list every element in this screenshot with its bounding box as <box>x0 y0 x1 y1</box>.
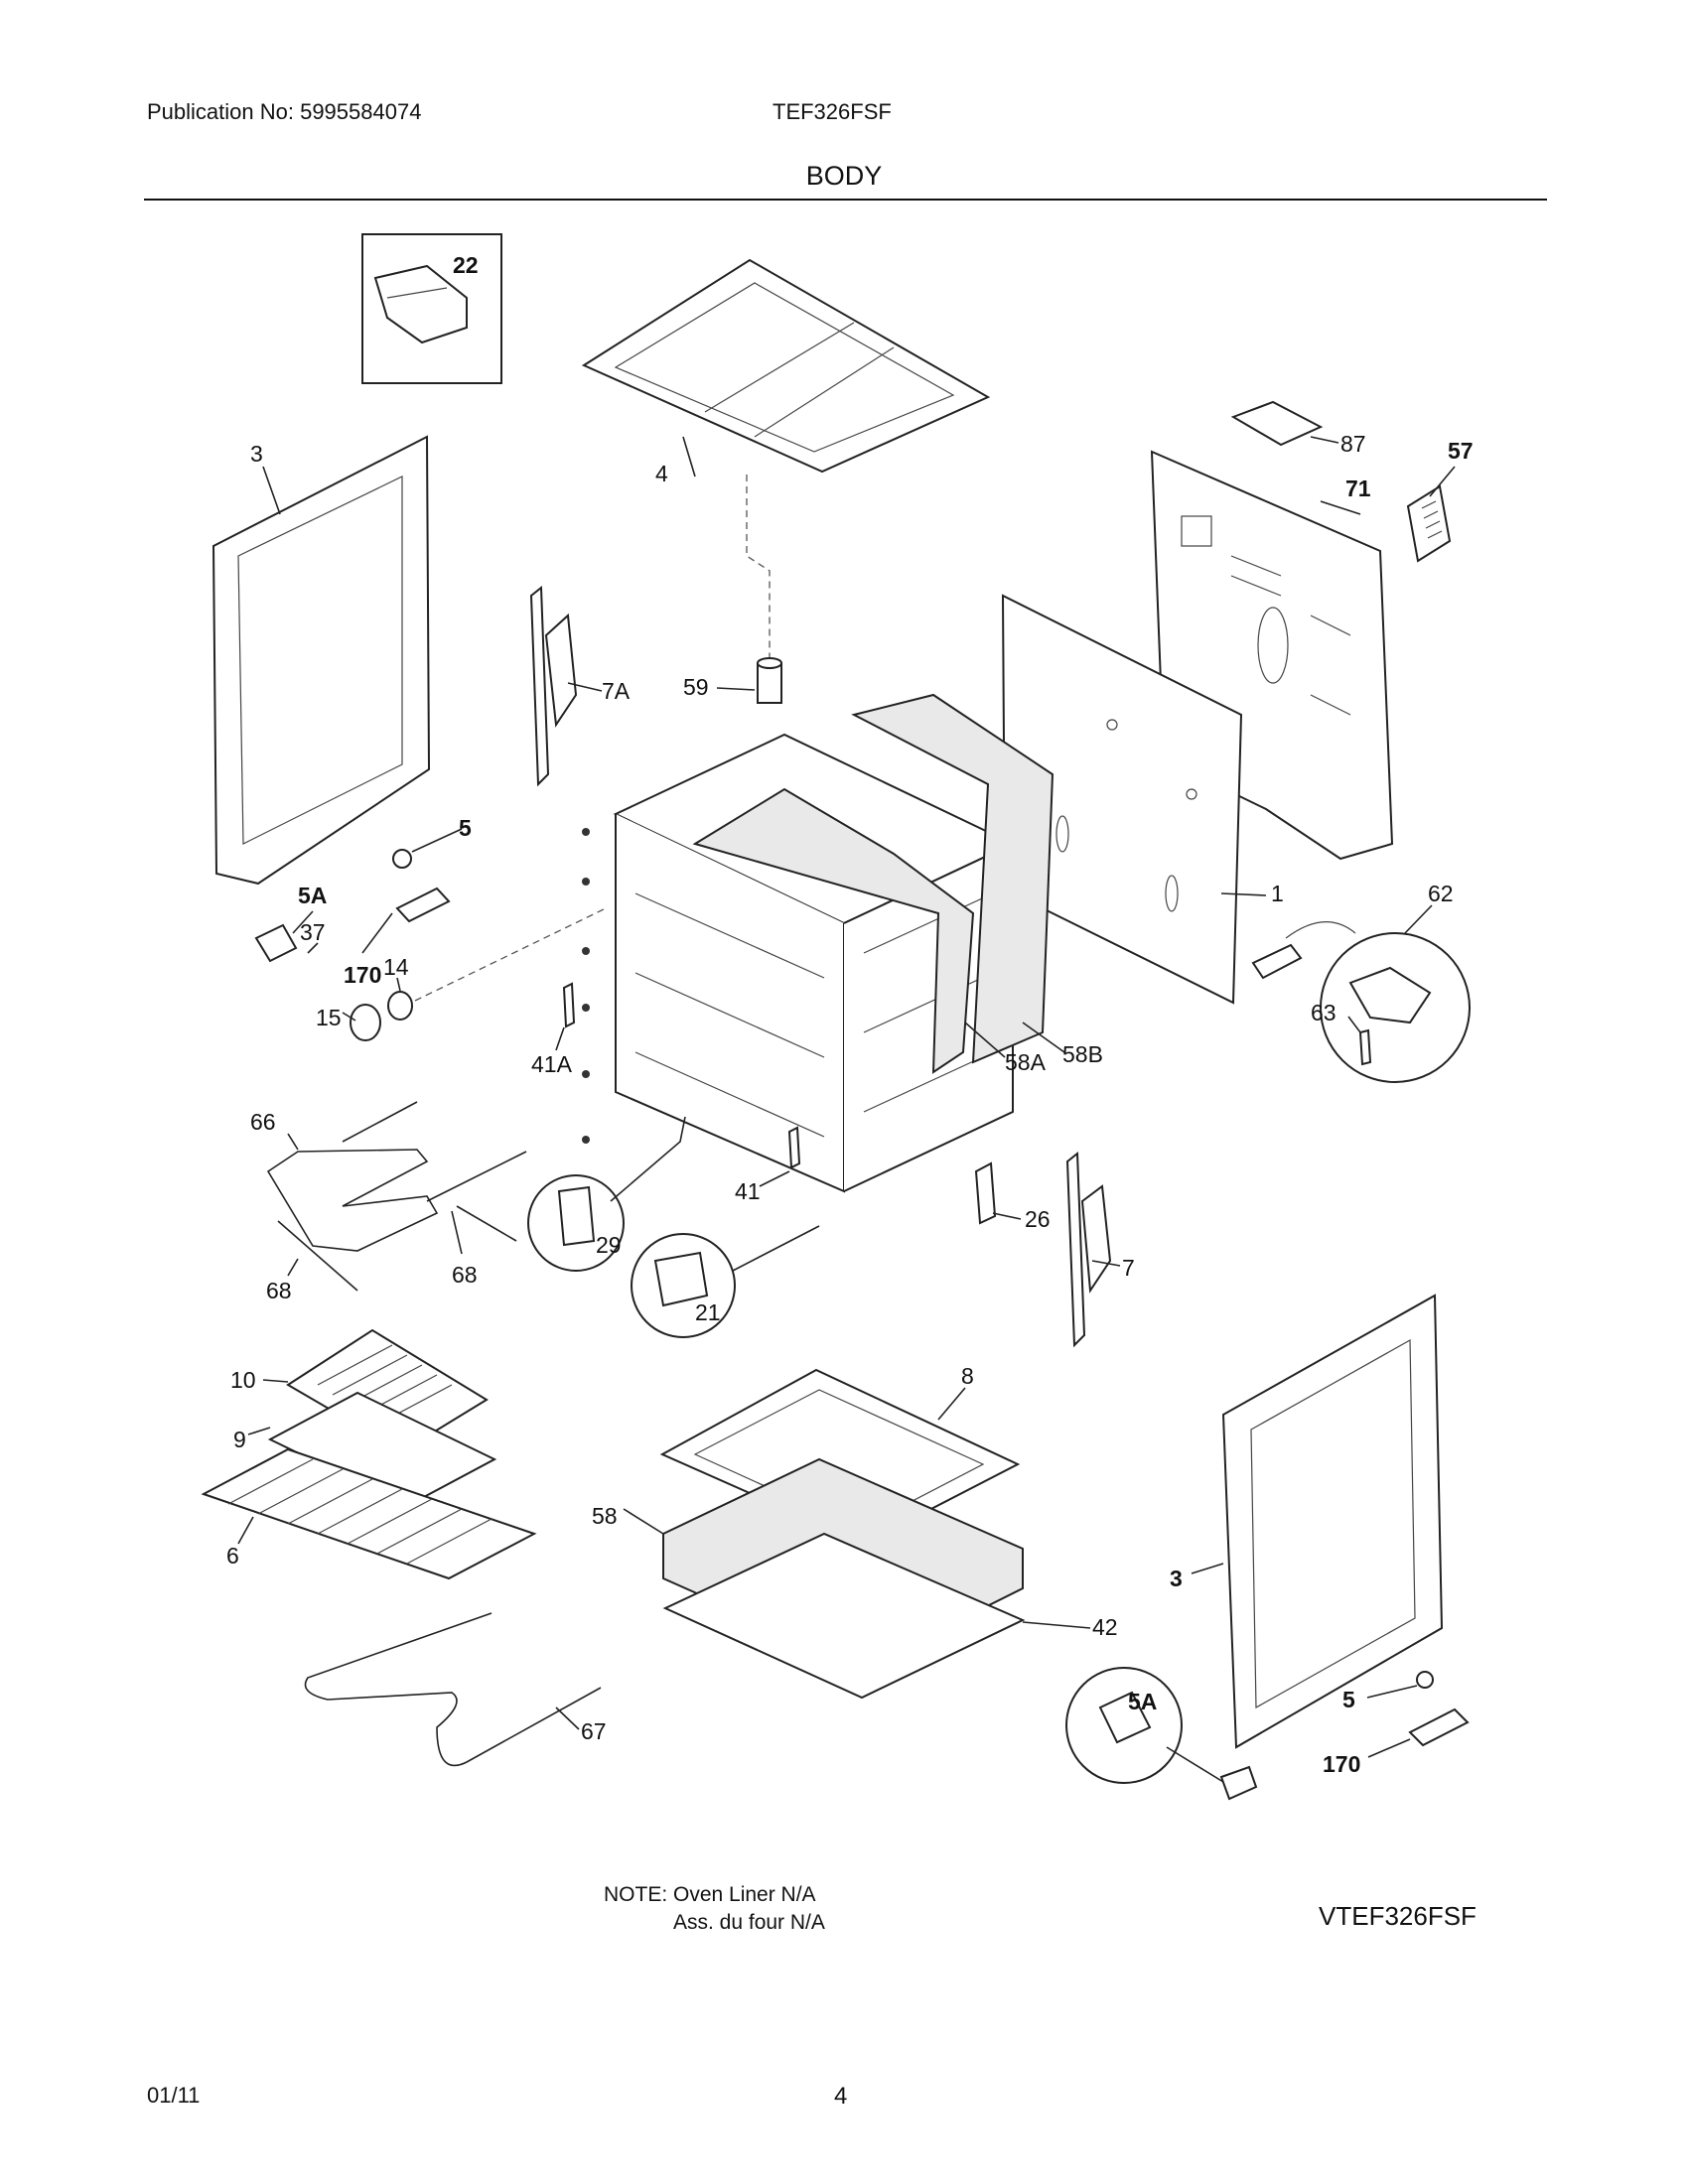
callout-37: 37 <box>300 919 326 945</box>
callout-71: 71 <box>1345 476 1371 501</box>
part-5a-bracket-left <box>254 923 298 963</box>
part-26-bracket <box>974 1161 997 1225</box>
publication-number: Publication No: 5995584074 <box>147 99 422 124</box>
part-42-bottom-panel <box>662 1532 1026 1700</box>
diagram-code: VTEF326FSF <box>1319 1901 1477 1931</box>
part-5-leveler <box>392 849 412 869</box>
callout-14: 14 <box>383 954 409 980</box>
note-line-2: Ass. du four N/A <box>673 1911 825 1934</box>
callout-170-left: 170 <box>344 962 381 988</box>
callout-58A: 58A <box>1005 1049 1047 1075</box>
section-title: BODY <box>805 161 883 191</box>
part-62-terminal-block <box>1251 921 1356 980</box>
callout-26: 26 <box>1025 1206 1051 1232</box>
part-15-bulb <box>350 1004 381 1041</box>
part-41a-bracket <box>562 982 576 1028</box>
part-63-clip <box>1358 1028 1372 1066</box>
header-rule <box>144 199 1547 201</box>
part-3-left-side-panel <box>211 435 431 886</box>
callout-58B: 58B <box>1062 1041 1103 1067</box>
callout-4: 4 <box>655 461 668 486</box>
callout-5-left: 5 <box>459 815 472 841</box>
callout-63: 63 <box>1311 1000 1336 1025</box>
part-5a-bracket-right <box>1098 1691 1152 1744</box>
part-59-cylinder <box>757 657 782 704</box>
note-line-1: NOTE: Oven Liner N/A <box>604 1883 816 1906</box>
callout-6: 6 <box>226 1543 239 1569</box>
callout-58: 58 <box>592 1503 618 1529</box>
callout-170-right: 170 <box>1323 1751 1360 1777</box>
callout-8: 8 <box>961 1363 974 1389</box>
callout-57: 57 <box>1448 438 1474 464</box>
callout-41A: 41A <box>531 1051 573 1077</box>
model-number: TEF326FSF <box>773 99 892 124</box>
callout-9: 9 <box>233 1427 246 1452</box>
part-14-socket <box>387 991 413 1021</box>
part-29-switch <box>557 1185 596 1247</box>
part-7-hinge <box>1065 1151 1112 1348</box>
part-170-bracket-left <box>395 887 451 923</box>
callout-7A: 7A <box>602 678 631 704</box>
part-68-wire-left <box>277 1220 358 1292</box>
publication-date: 01/11 <box>147 2083 201 2108</box>
exploded-parts-diagram: 22 4 87 57 71 1 3 <box>201 233 1474 1801</box>
callout-21: 21 <box>695 1299 721 1325</box>
callout-59: 59 <box>683 674 709 700</box>
part-66-broil-element <box>266 1101 527 1252</box>
callout-5-right: 5 <box>1342 1687 1355 1712</box>
callout-68-right: 68 <box>452 1262 478 1288</box>
callout-7: 7 <box>1122 1255 1135 1281</box>
part-21-block <box>653 1251 709 1307</box>
part-170-bracket-right <box>1408 1707 1470 1747</box>
callout-29: 29 <box>596 1232 622 1258</box>
callout-1: 1 <box>1271 881 1284 906</box>
callout-5A-left: 5A <box>298 883 327 908</box>
part-57-vent <box>1406 484 1452 563</box>
part-67-bake-element <box>304 1612 602 1767</box>
part-4-top-cover <box>581 258 991 474</box>
callout-66: 66 <box>250 1109 276 1135</box>
part-5-leveler-right <box>1416 1671 1434 1689</box>
note: NOTE: Oven Liner N/A Ass. du four N/A <box>604 1881 825 1937</box>
callout-5A-right: 5A <box>1128 1689 1157 1714</box>
callout-22: 22 <box>453 252 479 278</box>
callout-3-right: 3 <box>1170 1566 1183 1591</box>
callout-67: 67 <box>581 1718 607 1744</box>
part-3-right-side-panel <box>1221 1294 1444 1749</box>
part-22-inset <box>361 233 502 384</box>
part-87-gasket <box>1230 400 1324 447</box>
callout-10: 10 <box>230 1367 256 1393</box>
callout-15: 15 <box>316 1005 342 1030</box>
callout-3-left: 3 <box>250 441 263 467</box>
part-6-oven-rack <box>201 1447 537 1580</box>
part-58a-insulation <box>692 787 975 1074</box>
part-68-wire-right <box>456 1205 517 1242</box>
mounting-screws <box>582 828 590 1144</box>
callout-87: 87 <box>1340 431 1366 457</box>
part-41-bracket <box>787 1126 801 1169</box>
callout-68-left: 68 <box>266 1278 292 1303</box>
callout-62: 62 <box>1428 881 1454 906</box>
callout-42: 42 <box>1092 1614 1118 1640</box>
part-7a-hinge <box>529 585 578 787</box>
part-58b-insulation <box>851 693 1055 1064</box>
page-number: 4 <box>834 2083 848 2110</box>
callout-41: 41 <box>735 1178 761 1204</box>
